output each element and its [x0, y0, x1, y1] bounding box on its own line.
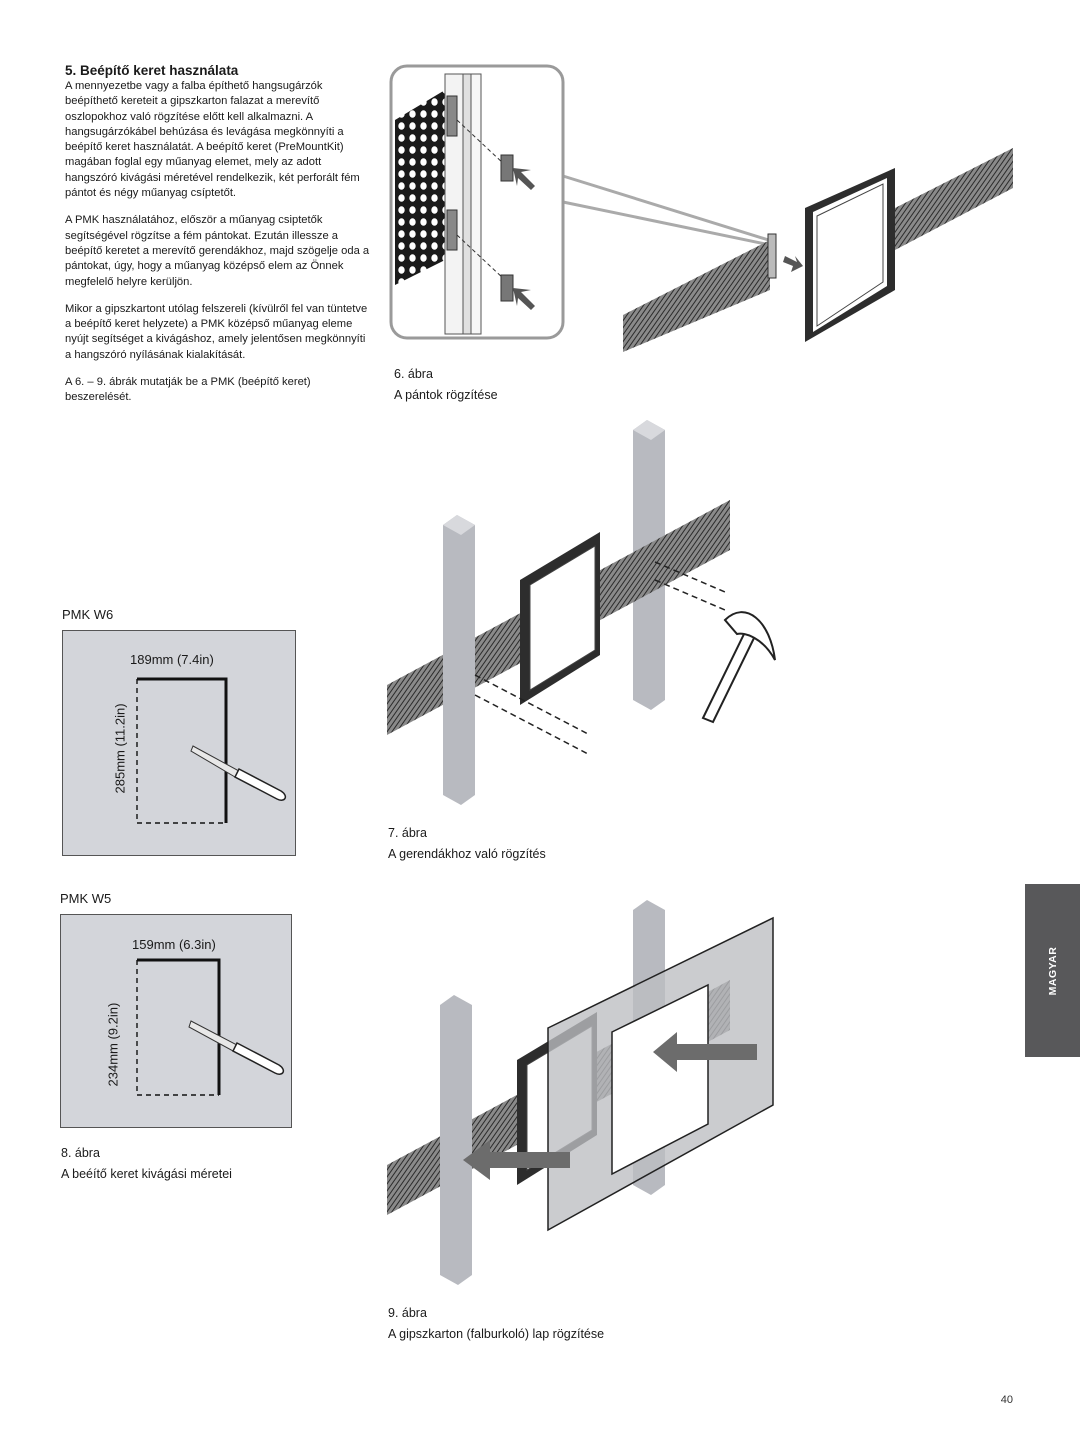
strap-left [623, 240, 770, 352]
paragraph-3: Mikor a gipszkartont utólag felszereli (… [65, 302, 368, 361]
perforated-strap [395, 90, 445, 285]
drywall-cutout [611, 983, 709, 1176]
figure-7-number: 7. ábra [388, 826, 427, 840]
pmk-w6-cutout-panel: 189mm (7.4in) 285mm (11.2in) [62, 630, 296, 856]
stud-left [443, 515, 475, 805]
pmk-w5-width: 159mm (6.3in) [132, 937, 216, 952]
figure-6-caption: 6. ábra A pántok rögzítése [394, 364, 498, 405]
pmk-w6-width: 189mm (7.4in) [130, 652, 214, 667]
page-number: 40 [1000, 1394, 1013, 1406]
pmk-w6-label: PMK W6 [62, 607, 114, 622]
figure-6-number: 6. ábra [394, 367, 433, 381]
paragraph-1: A mennyezetbe vagy a falba építhető hang… [65, 80, 360, 200]
section-body: A mennyezetbe vagy a falba építhető hang… [65, 79, 370, 418]
pmk-w5-cutout-panel: 159mm (6.3in) 234mm (9.2in) [60, 914, 292, 1128]
section-title: 5. Beépítő keret használata [65, 63, 239, 78]
language-tab-label: MAGYAR [1046, 946, 1059, 995]
figure-8-number: 8. ábra [61, 1146, 100, 1160]
figure-9-caption: 9. ábra A gipszkarton (falburkoló) lap r… [388, 1303, 604, 1344]
paragraph-4: A 6. – 9. ábrák mutatják be a PMK (beépí… [65, 376, 311, 404]
figure-6-title: A pántok rögzítése [394, 387, 498, 402]
figure-9-title: A gipszkarton (falburkoló) lap rögzítése [388, 1326, 605, 1341]
hammer-icon [701, 611, 776, 724]
saw-icon [190, 745, 287, 801]
saw-icon [188, 1020, 285, 1075]
arrow-icon [653, 1032, 757, 1072]
figure-9-illustration [387, 900, 774, 1285]
figure-9-number: 9. ábra [388, 1306, 427, 1320]
pmk-w5-label: PMK W5 [60, 891, 112, 906]
arrow-icon [463, 1140, 570, 1180]
figure-7-title: A gerendákhoz való rögzítés [388, 846, 546, 861]
language-tab: MAGYAR [1025, 884, 1080, 1057]
figure-6-illustration [389, 64, 1013, 352]
paragraph-2: A PMK használatához, először a műanyag c… [65, 214, 370, 288]
stud-left [440, 995, 472, 1285]
figure-7-illustration [387, 420, 776, 805]
strap-right [895, 148, 1013, 250]
figure-8-caption: 8. ábra A beéítő keret kivágási méretei [61, 1143, 232, 1184]
figure-8-title: A beéítő keret kivágási méretei [61, 1166, 232, 1181]
figure-7-caption: 7. ábra A gerendákhoz való rögzítés [388, 823, 546, 864]
